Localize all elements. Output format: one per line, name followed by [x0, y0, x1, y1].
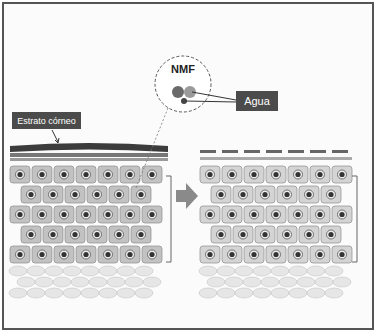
label-text: Agua [244, 95, 270, 107]
label-text: NMF [171, 63, 195, 75]
label-box: Estrato córneo [12, 112, 81, 129]
nmf-circle-label: NMF [169, 61, 197, 77]
label-box: Agua [236, 91, 278, 111]
label-text: Estrato córneo [17, 116, 76, 126]
